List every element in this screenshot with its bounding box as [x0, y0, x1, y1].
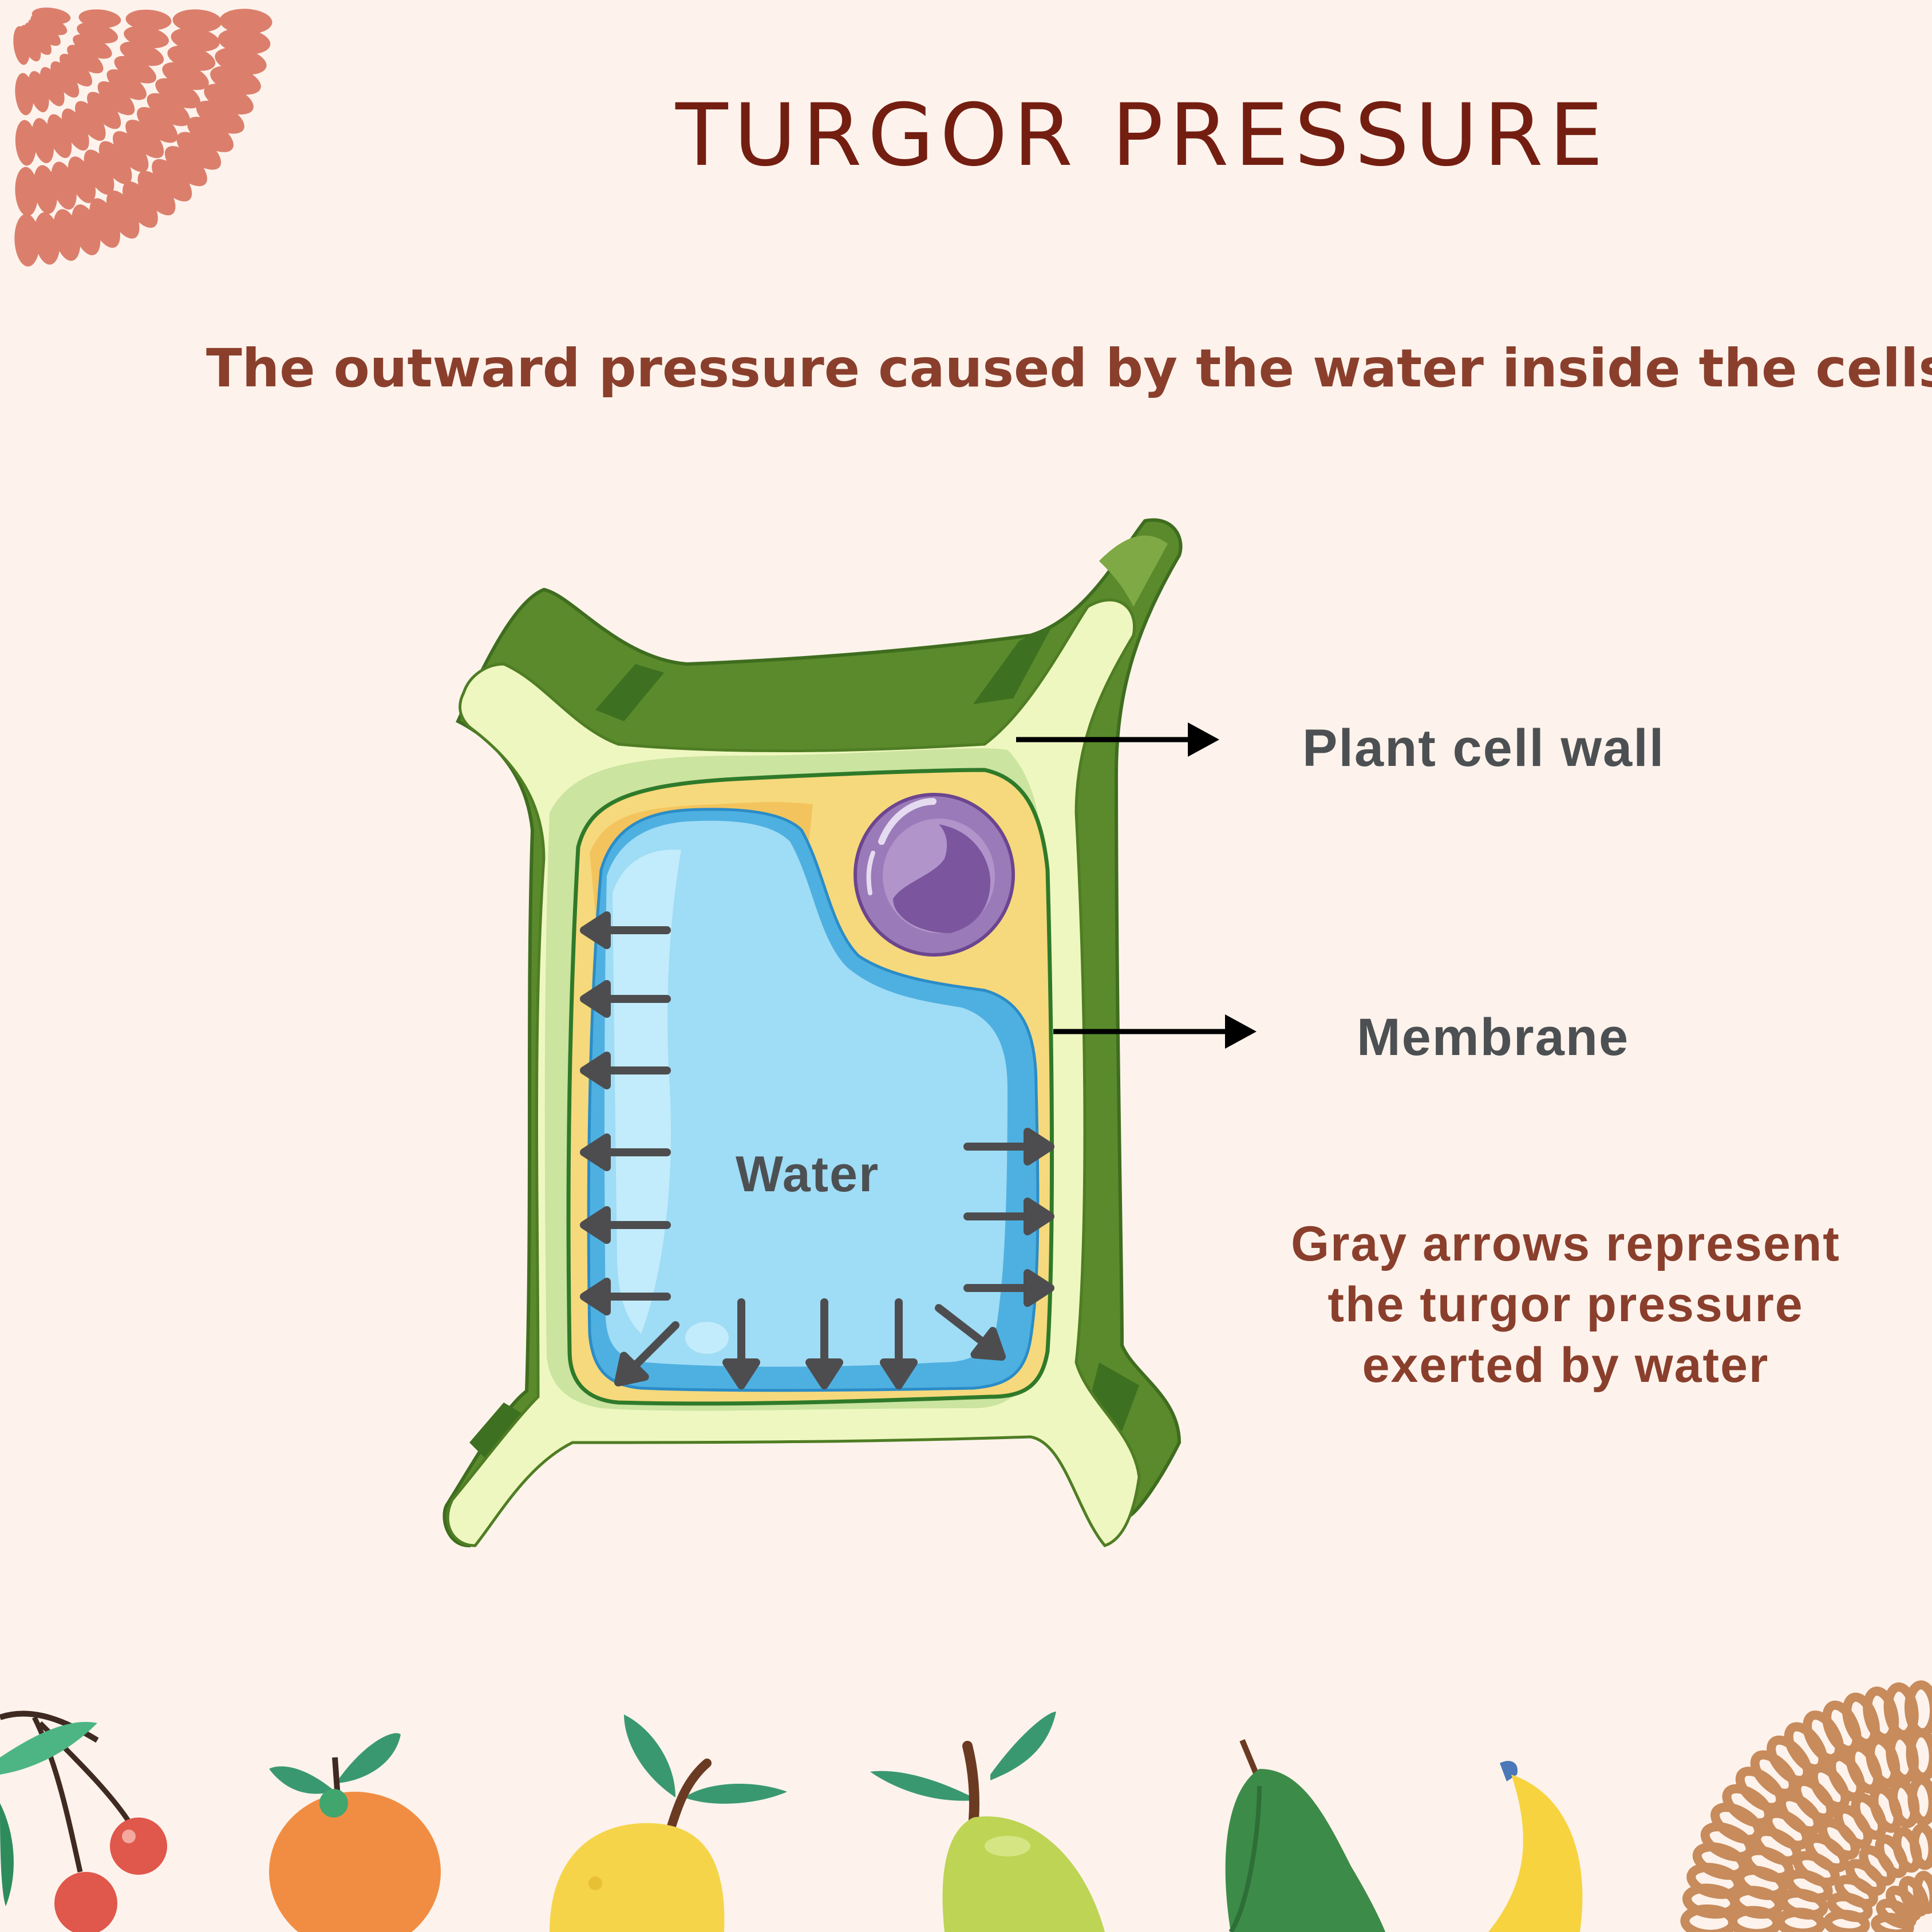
turgor-arrow-left [580, 1052, 671, 1089]
petal-shape [106, 190, 140, 239]
legend-line-2: the turgor pressure [1327, 1277, 1804, 1332]
petal-shape [219, 9, 272, 34]
seed-shape [1910, 1823, 1932, 1870]
turgor-arrow-left [580, 1206, 671, 1244]
membrane-label: Membrane [1357, 1008, 1630, 1066]
petal-shape [53, 209, 81, 261]
definition-text: The outward pressure caused by the water… [206, 338, 1932, 399]
seed-shape [1904, 1680, 1932, 1738]
petal-shape [15, 120, 37, 166]
petal-shape [114, 56, 157, 84]
turgor-arrow-right [963, 1198, 1054, 1235]
petal-shape [122, 181, 158, 228]
petal-shape [196, 100, 244, 134]
petal-shape [14, 214, 40, 267]
turgor-arrow-left [580, 911, 671, 949]
petal-shape [13, 26, 30, 65]
petal-shape [15, 167, 38, 216]
petal-shape [86, 92, 121, 129]
avocado-icon [1225, 1739, 1385, 1932]
cell-wall-label: Plant cell wall [1302, 719, 1665, 777]
petal-shape [125, 9, 172, 31]
petal-shape [28, 19, 61, 46]
membrane-pointer-arrow [1053, 1014, 1257, 1049]
petal-shape [187, 116, 234, 152]
petal-shape [73, 34, 112, 59]
legend-line-1: Gray arrows represent [1291, 1216, 1840, 1271]
petal-shape [39, 67, 65, 106]
turgor-arrow-down [805, 1298, 843, 1389]
petal-shape [164, 146, 207, 187]
turgor-pressure-arrows [580, 911, 1054, 1389]
turgor-arrow-down [880, 1298, 918, 1389]
petal-shape [155, 78, 201, 109]
petal-shape [147, 93, 190, 127]
cherry-icon [0, 1710, 167, 1932]
petal-shape [152, 159, 192, 202]
petal-shape [84, 149, 114, 195]
lemon-icon [550, 1714, 787, 1932]
petal-shape [137, 106, 178, 143]
water-vacuole [587, 808, 1040, 1392]
petal-shape [137, 171, 176, 216]
turgor-arrow-right [963, 1269, 1054, 1307]
petal-shape [50, 61, 80, 98]
petal-shape [59, 53, 93, 87]
petal-shape [34, 212, 60, 265]
petal-shape [31, 118, 54, 163]
nucleus [854, 793, 1015, 957]
petal-shape [106, 69, 147, 100]
turgor-arrow-left [580, 980, 671, 1018]
turgor-arrow-down-left [614, 1321, 679, 1386]
legend-line-3: exerted by water [1362, 1338, 1769, 1393]
turgor-arrow-right [963, 1128, 1054, 1165]
pear-icon [870, 1712, 1105, 1932]
cell-wall-pointer-arrow [1016, 722, 1219, 757]
petal-shape [172, 9, 222, 33]
petal-shape [112, 131, 149, 172]
petal-shape [98, 141, 132, 184]
banana-icon [1488, 1761, 1583, 1932]
petal-shape [97, 81, 135, 116]
petal-shape [74, 101, 106, 141]
turgor-arrow-down [722, 1298, 760, 1389]
petal-shape [176, 132, 222, 170]
petal-shape [61, 108, 89, 151]
petal-shape [67, 45, 104, 74]
turgor-arrow-down-right [935, 1304, 1006, 1361]
seed-shape [1913, 1871, 1932, 1914]
turgor-arrow-left [580, 1278, 671, 1315]
turgor-arrow-left [580, 1133, 671, 1171]
page-title: TURGOR PRESSURE [675, 86, 1609, 185]
petal-shape [33, 165, 58, 214]
petal-shape [51, 161, 77, 210]
petal-shape [30, 14, 68, 35]
orange-icon [269, 1733, 441, 1932]
arrow-legend: Gray arrows represent the turgor pressur… [1236, 1214, 1895, 1396]
water-label: Water [736, 1145, 880, 1202]
petal-shape [125, 120, 164, 159]
petal-shape [15, 73, 34, 116]
